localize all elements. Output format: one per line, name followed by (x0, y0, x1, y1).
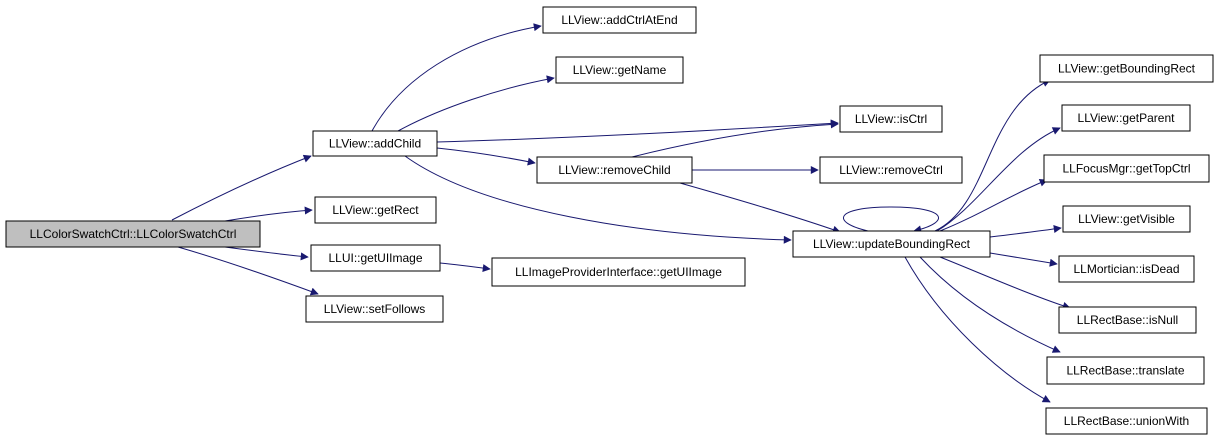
node-getBoundingRect[interactable]: LLView::getBoundingRect (1039, 54, 1214, 83)
node-label-isDead: LLMortician::isDead (1073, 262, 1179, 276)
node-getName[interactable]: LLView::getName (555, 56, 684, 84)
edge-addChild-to-isCtrl (436, 119, 839, 143)
node-label-addCtrlAtEnd: LLView::addCtrlAtEnd (561, 13, 677, 27)
node-removeChild[interactable]: LLView::removeChild (536, 156, 693, 184)
node-label-getVisible: LLView::getVisible (1078, 212, 1175, 226)
node-getUIImage[interactable]: LLUI::getUIImage (310, 244, 441, 272)
edge-updateBoundingRect-to-translate (919, 256, 1061, 353)
node-isNull[interactable]: LLRectBase::isNull (1058, 306, 1197, 334)
node-getVisible[interactable]: LLView::getVisible (1062, 205, 1191, 233)
node-label-root: LLColorSwatchCtrl::LLColorSwatchCtrl (30, 227, 237, 241)
node-label-unionWith: LLRectBase::unionWith (1064, 414, 1189, 428)
edge-updateBoundingRect-to-getParent (936, 127, 1061, 232)
node-isDead[interactable]: LLMortician::isDead (1058, 255, 1195, 283)
node-label-getParent: LLView::getParent (1078, 111, 1176, 125)
node-addCtrlAtEnd[interactable]: LLView::addCtrlAtEnd (542, 6, 697, 34)
node-label-setFollows: LLView::setFollows (324, 302, 426, 316)
node-unionWith[interactable]: LLRectBase::unionWith (1045, 407, 1208, 435)
node-label-removeChild: LLView::removeChild (558, 163, 670, 177)
node-label-getRect: LLView::getRect (332, 203, 419, 217)
edge-addChild-to-getName (397, 75, 555, 132)
node-root[interactable]: LLColorSwatchCtrl::LLColorSwatchCtrl (5, 220, 261, 248)
node-updateBoundingRect[interactable]: LLView::updateBoundingRect (792, 230, 991, 258)
nodes: LLColorSwatchCtrl::LLColorSwatchCtrl LLV… (5, 6, 1214, 435)
node-setFollows[interactable]: LLView::setFollows (305, 295, 444, 323)
edge-updateBoundingRect-to-isDead (989, 252, 1058, 267)
edge-addChild-to-updateBoundingRect (404, 155, 792, 244)
edge-updateBoundingRect-to-getVisible (989, 225, 1062, 238)
edge-addChild-to-addCtrlAtEnd (371, 23, 542, 132)
node-label-removeCtrl: LLView::removeCtrl (839, 163, 943, 177)
node-label-updateBoundingRect: LLView::updateBoundingRect (813, 237, 971, 251)
edge-root-to-getUIImage (224, 246, 309, 261)
node-addChild[interactable]: LLView::addChild (312, 130, 438, 157)
edge-root-to-addChild (171, 154, 312, 221)
node-label-imgGetUIImage: LLImageProviderInterface::getUIImage (515, 265, 722, 279)
node-imgGetUIImage[interactable]: LLImageProviderInterface::getUIImage (491, 257, 746, 287)
node-label-isNull: LLRectBase::isNull (1077, 313, 1178, 327)
node-label-getName: LLView::getName (573, 63, 667, 77)
edge-updateBoundingRect-to-unionWith (904, 256, 1051, 403)
edge-updateBoundingRect-self (843, 206, 939, 234)
edges (171, 23, 1071, 403)
node-label-isCtrl: LLView::isCtrl (855, 112, 927, 126)
node-label-getUIImage: LLUI::getUIImage (328, 251, 422, 265)
edge-updateBoundingRect-to-isNull (939, 256, 1071, 310)
node-isCtrl[interactable]: LLView::isCtrl (839, 105, 943, 133)
edge-root-to-getRect (224, 206, 313, 222)
node-label-translate: LLRectBase::translate (1066, 364, 1184, 378)
node-label-getBoundingRect: LLView::getBoundingRect (1058, 62, 1196, 76)
edge-updateBoundingRect-to-getBoundingRect (934, 79, 1051, 232)
edge-removeChild-to-isCtrl (631, 120, 839, 158)
edge-updateBoundingRect-to-getTopCtrl (939, 178, 1048, 232)
node-label-addChild: LLView::addChild (329, 137, 421, 151)
node-getTopCtrl[interactable]: LLFocusMgr::getTopCtrl (1043, 154, 1210, 183)
node-getParent[interactable]: LLView::getParent (1061, 104, 1191, 132)
edge-root-to-setFollows (177, 246, 319, 296)
node-getRect[interactable]: LLView::getRect (314, 196, 437, 224)
node-label-getTopCtrl: LLFocusMgr::getTopCtrl (1062, 162, 1190, 176)
edge-addChild-to-removeChild (436, 147, 536, 166)
edge-removeChild-to-updateBoundingRect (679, 182, 841, 234)
edge-getUIImage-to-imgGetUIImage (439, 262, 491, 273)
node-removeCtrl[interactable]: LLView::removeCtrl (819, 156, 963, 184)
node-translate[interactable]: LLRectBase::translate (1046, 356, 1205, 385)
